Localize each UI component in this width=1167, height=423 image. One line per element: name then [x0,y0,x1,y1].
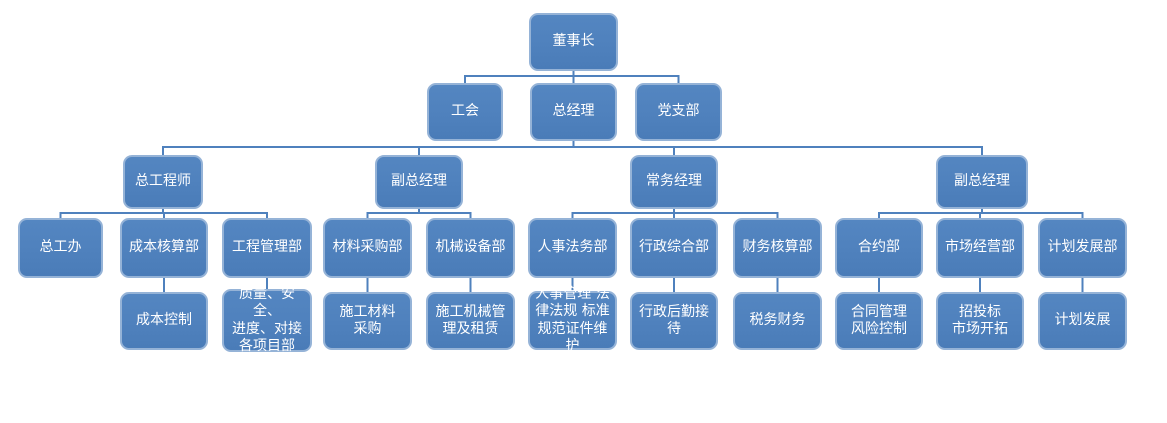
org-node-material-procurement: 施工材料 采购 [323,292,412,350]
org-node-project-mgmt: 工程管理部 [222,218,312,278]
org-node-tax-finance: 税务财务 [733,292,822,350]
org-node-admin-logistics: 行政后勤接 待 [630,292,718,350]
org-node-planning-dept: 计划发展部 [1038,218,1127,278]
org-node-chairman: 董事长 [529,13,618,71]
org-node-contract-mgmt: 合同管理 风险控制 [835,292,923,350]
org-node-bidding: 招投标 市场开拓 [936,292,1024,350]
org-node-machinery-equipment: 机械设备部 [426,218,515,278]
org-node-union: 工会 [427,83,503,141]
org-node-quality-safety: 质量、安全、 进度、对接 各项目部 [222,286,312,354]
org-node-machinery-mgmt: 施工机械管 理及租赁 [426,292,515,350]
org-node-hr-mgmt: 人事管理 法 律法规 标准 规范证件维护 [528,286,617,354]
org-node-hr-legal: 人事法务部 [528,218,617,278]
org-node-chief-engineer: 总工程师 [123,155,203,209]
org-node-material-purchasing: 材料采购部 [323,218,412,278]
org-node-managing-director: 常务经理 [630,155,718,209]
org-node-admin-general: 行政综合部 [630,218,718,278]
org-node-general-manager: 总经理 [530,83,617,141]
org-node-cost-control: 成本控制 [120,292,208,350]
org-node-party-branch: 党支部 [635,83,722,141]
org-node-deputy-gm-1: 副总经理 [375,155,463,209]
org-node-cost-accounting: 成本核算部 [120,218,208,278]
org-node-contract-dept: 合约部 [835,218,923,278]
org-node-plan-development: 计划发展 [1038,292,1127,350]
org-node-deputy-gm-2: 副总经理 [936,155,1028,209]
org-node-finance-accounting: 财务核算部 [733,218,822,278]
org-node-chief-eng-office: 总工办 [18,218,103,278]
org-node-marketing-dept: 市场经营部 [936,218,1024,278]
